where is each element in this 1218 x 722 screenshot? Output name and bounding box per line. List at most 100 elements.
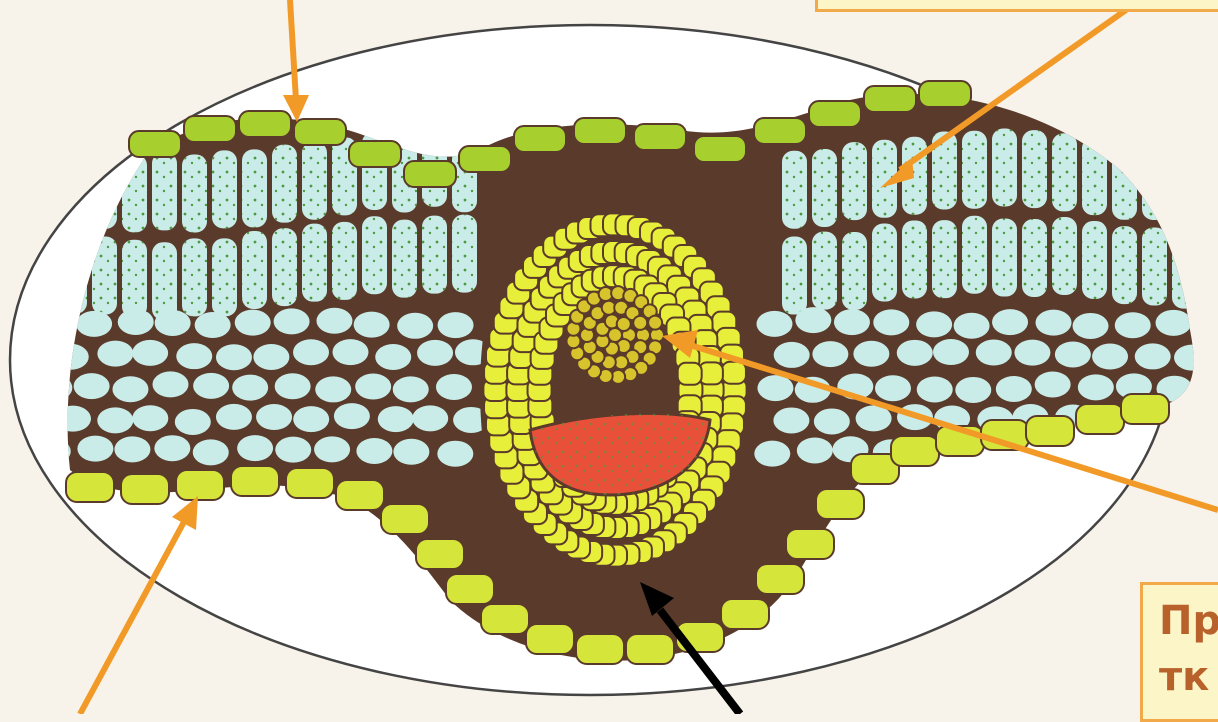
spongy-cell [1073,313,1109,339]
epidermis-cell [66,472,114,502]
spongy-cell [1172,407,1208,433]
epidermis-cell [286,468,334,498]
epidermis-cell [446,574,494,604]
spongy-cell [954,313,990,339]
spongy-cell [1055,341,1091,367]
spongy-cell [193,439,229,465]
spongy-cell [397,313,433,339]
spongy-cell [275,373,311,399]
spongy-cell [1156,310,1192,336]
spongy-cell [235,310,271,336]
epidermis-cell [756,564,804,594]
spongy-cell [875,375,911,401]
epidermis-cell [336,480,384,510]
spongy-cell [955,377,991,403]
epidermis-cell [576,634,624,664]
spongy-cell [378,406,414,432]
epidermis-cell [634,124,686,150]
spongy-cell [114,436,150,462]
spongy-cell [193,373,229,399]
epidermis-cell [129,131,181,157]
xylem-cell [648,316,662,330]
spongy-cell [1078,374,1114,400]
spongy-cell [756,311,792,337]
epidermis-cell [809,101,861,127]
spongy-cell [917,376,953,402]
spongy-cell [77,436,113,462]
spongy-cell [812,341,848,367]
epidermis-cell [816,489,864,519]
spongy-cell [438,312,474,338]
vascular-bundle [480,140,750,640]
epidermis-cell [416,539,464,569]
epidermis-cell [526,624,574,654]
epidermis-cell [1026,416,1074,446]
label-box-top [815,0,1218,12]
spongy-cell [232,375,268,401]
spongy-cell [275,437,311,463]
spongy-cell [757,375,793,401]
spongy-cell [1092,344,1128,370]
epidermis-cell [239,111,291,137]
epidermis-cell [1121,394,1169,424]
spongy-cell [97,407,133,433]
spongy-cell [237,435,273,461]
spongy-cell [797,437,833,463]
epidermis-cell [404,161,456,187]
spongy-cell [873,309,909,335]
spongy-cell [316,308,352,334]
spongy-cell [195,312,231,338]
spongy-cell [754,441,790,467]
spongy-cell [256,404,292,430]
spongy-cell [132,405,168,431]
spongy-cell [933,339,969,365]
spongy-cell [393,376,429,402]
spongy-cell [436,374,472,400]
epidermis-cell [349,141,401,167]
sheath-cell [722,362,746,384]
epidermis-cell [1076,404,1124,434]
spongy-cell [417,340,453,366]
epidermis-cell [381,504,429,534]
epidermis-cell [514,126,566,152]
epidermis-cell [891,436,939,466]
spongy-cell [1035,371,1071,397]
spongy-cell [992,309,1028,335]
epidermis-cell [459,146,511,172]
spongy-cell [332,339,368,365]
spongy-cell [996,376,1032,402]
spongy-cell [834,309,870,335]
spongy-cell [293,406,329,432]
spongy-cell [773,407,809,433]
spongy-cell [1174,345,1210,371]
spongy-cell [393,439,429,465]
xylem-cell [633,316,647,330]
spongy-cell [1115,312,1151,338]
epidermis-cell [626,634,674,664]
spongy-cell [1036,310,1072,336]
spongy-cell [118,309,154,335]
spongy-cell [175,409,211,435]
spongy-cell [354,312,390,338]
sheath-cell [678,363,702,385]
spongy-cell [1153,439,1189,465]
epidermis-cell [864,86,916,112]
epidermis-cell [786,529,834,559]
spongy-cell [76,311,112,337]
epidermis-cell [919,81,971,107]
spongy-cell [355,374,391,400]
spongy-cell [216,404,252,430]
spongy-cell [176,343,212,369]
spongy-cell [916,311,952,337]
spongy-cell [112,376,148,402]
epidermis-cell [231,466,279,496]
spongy-cell [97,341,133,367]
label-box-bottom: Пр тк [1140,582,1218,722]
spongy-cell [274,308,310,334]
epidermis-cell [574,118,626,144]
spongy-cell [216,344,252,370]
epidermis-cell [184,116,236,142]
spongy-cell [152,371,188,397]
spongy-cell [356,438,392,464]
